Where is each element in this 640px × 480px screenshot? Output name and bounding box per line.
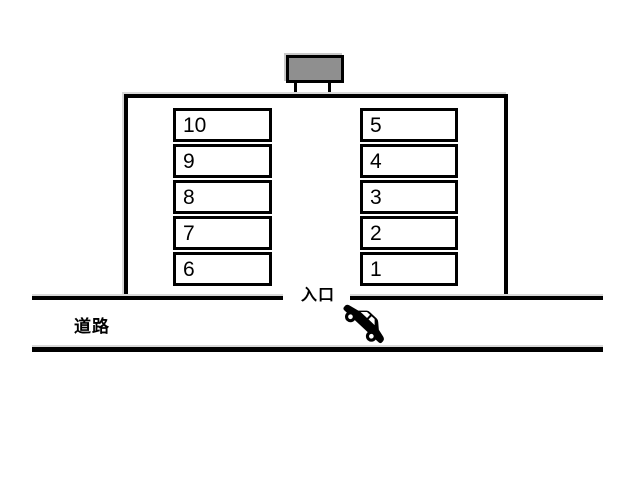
sign-stand — [294, 83, 331, 96]
parking-space-10: 10 — [173, 108, 272, 142]
car-icon — [336, 294, 394, 351]
parking-space-6: 6 — [173, 252, 272, 286]
parking-space-3: 3 — [360, 180, 458, 214]
parking-space-label: 1 — [370, 257, 382, 281]
parking-space-2: 2 — [360, 216, 458, 250]
parking-space-label: 7 — [183, 221, 195, 245]
parking-column-right: 5 4 3 2 1 — [360, 108, 458, 286]
parking-space-4: 4 — [360, 144, 458, 178]
parking-space-label: 2 — [370, 221, 382, 245]
road-edge-upper-left-segment — [32, 296, 283, 300]
parking-space-9: 9 — [173, 144, 272, 178]
parking-space-5: 5 — [360, 108, 458, 142]
sign-board — [286, 55, 344, 83]
parking-space-label: 3 — [370, 185, 382, 209]
parking-space-label: 8 — [183, 185, 195, 209]
road-label: 道路 — [74, 317, 110, 336]
parking-column-left: 10 9 8 7 6 — [173, 108, 272, 286]
parking-space-label: 5 — [370, 113, 382, 137]
road-edge-lower — [32, 347, 603, 352]
entrance-label: 入口 — [301, 287, 336, 304]
parking-space-8: 8 — [173, 180, 272, 214]
road-edge-upper-right-segment — [350, 296, 603, 300]
parking-space-label: 6 — [183, 257, 195, 281]
parking-space-1: 1 — [360, 252, 458, 286]
parking-space-label: 4 — [370, 149, 382, 173]
parking-space-label: 10 — [183, 113, 207, 137]
parking-space-7: 7 — [173, 216, 272, 250]
parking-space-label: 9 — [183, 149, 195, 173]
